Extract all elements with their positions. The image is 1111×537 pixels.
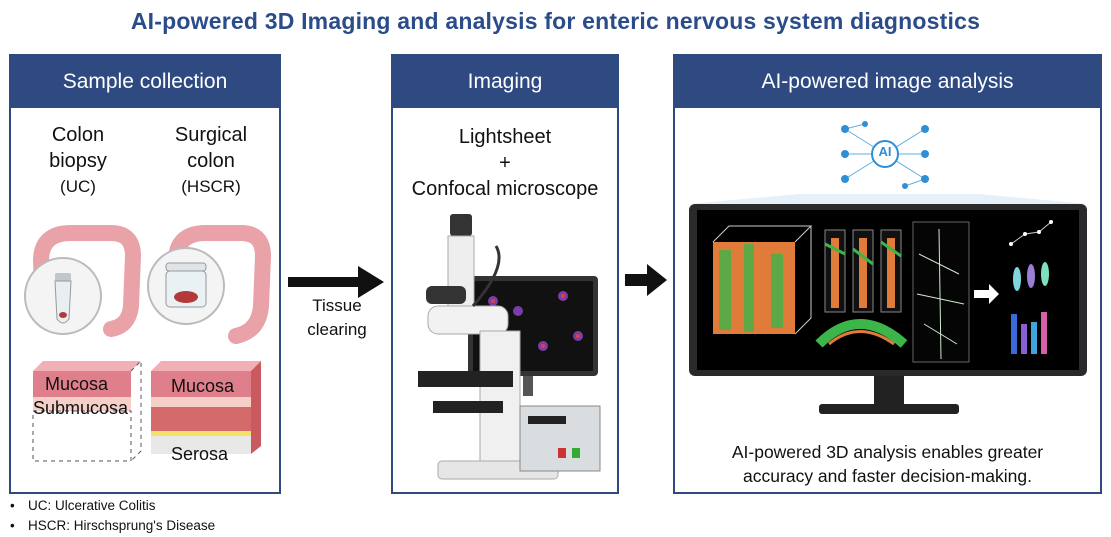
- colon-biopsy-label: Colon biopsy (UC): [49, 124, 107, 196]
- tissue-clearing-label: Tissue clearing: [307, 296, 367, 339]
- figure-title: AI-powered 3D Imaging and analysis for e…: [130, 8, 981, 34]
- footnotes: UC: Ulcerative Colitis HSCR: Hirschsprun…: [10, 496, 215, 536]
- surgical-tissue-block: [151, 361, 261, 454]
- ai-analysis-header: AI-powered image analysis: [675, 56, 1100, 108]
- analysis-caption: AI-powered 3D analysis enables greater a…: [731, 442, 1044, 486]
- 3d-volume-render: [712, 225, 813, 335]
- violin-chart-thumbnail: [1013, 262, 1049, 291]
- neural-network-icon: [841, 121, 929, 189]
- footnote-uc: UC: Ulcerative Colitis: [10, 496, 215, 516]
- biopsy-tube-icon: [24, 257, 102, 335]
- result-arrow-icon: [974, 284, 999, 304]
- power-supply-icon: [519, 405, 601, 472]
- imaging-panel: Imaging Lightsheet + Confocal microscope: [391, 54, 619, 494]
- sample-illustration: [24, 225, 272, 462]
- specimen-jar-icon: [147, 247, 225, 325]
- ai-badge: AI: [878, 144, 892, 159]
- surgical-colon-label: Surgical colon (HSCR): [174, 124, 248, 196]
- process-arrow-1: [288, 266, 384, 298]
- imaging-method-label: Lightsheet + Confocal microscope: [411, 126, 599, 200]
- process-arrow-2: [625, 264, 667, 296]
- sample-collection-header: Sample collection: [11, 56, 279, 108]
- sample-collection-panel: Sample collection Colon biopsy (UC) Surg…: [9, 54, 281, 494]
- cross-section-render: [815, 319, 908, 348]
- mucosa-left-label: Mucosa: [45, 374, 109, 394]
- footnote-hscr: HSCR: Hirschsprung's Disease: [10, 516, 215, 536]
- segmented-columns: [824, 229, 902, 313]
- line-chart-thumbnail: [1009, 220, 1053, 246]
- serosa-label: Serosa: [171, 444, 229, 464]
- bar-chart-thumbnail: [1011, 312, 1047, 354]
- neuron-tracing-map: [912, 221, 970, 363]
- analysis-monitor: [689, 194, 1089, 414]
- microscope-illustration: [418, 214, 601, 480]
- biopsy-tissue-block: [32, 359, 142, 462]
- mucosa-right-label: Mucosa: [171, 376, 235, 396]
- imaging-header: Imaging: [393, 56, 617, 108]
- ai-analysis-panel: AI-powered image analysis AI: [673, 54, 1102, 494]
- submucosa-label: Submucosa: [33, 398, 129, 418]
- microscope-icon: [418, 214, 559, 480]
